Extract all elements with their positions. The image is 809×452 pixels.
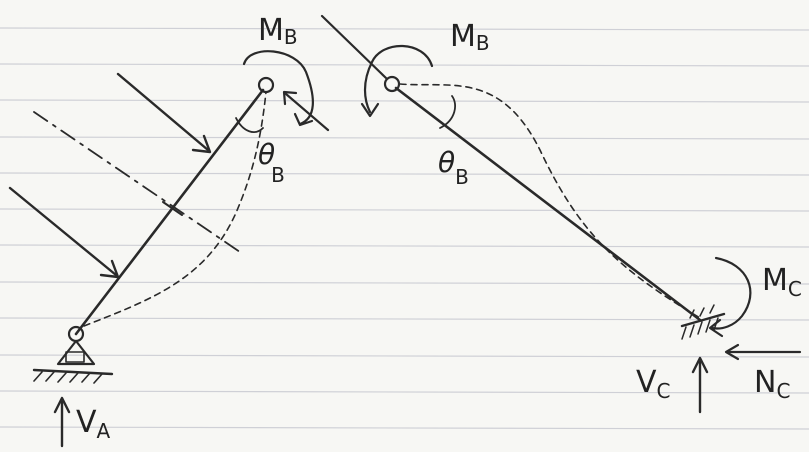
load-arrow-top (116, 72, 210, 152)
load-arrow-bottom (8, 186, 118, 277)
label-va: VA (76, 405, 111, 443)
axis-tick (162, 201, 183, 216)
label-theta-right: θB (438, 146, 469, 189)
moment-mb-right-arrow (363, 44, 434, 114)
label-mb-right: MB (450, 19, 490, 55)
axis-line (33, 111, 241, 253)
extension-line-b (320, 14, 388, 80)
moment-mb-left-arrow (242, 50, 314, 126)
moment-mc-arrow (710, 256, 752, 330)
load-arrowhead-top (191, 134, 212, 154)
rotation-arc-right (439, 95, 456, 129)
moment-mb-left-shaft (284, 92, 330, 132)
ground-hatch-a (33, 371, 103, 384)
hinge-b-left (257, 76, 275, 94)
label-vc: VC (636, 365, 671, 403)
rotation-arc-left (235, 117, 264, 133)
moment-mc-arrowhead (708, 318, 724, 338)
support-block (65, 351, 85, 363)
label-nc: NC (754, 365, 790, 403)
label-mb-left: MB (258, 13, 298, 49)
deflected-shape-left (83, 91, 267, 327)
ruled-lines (0, 27, 809, 430)
member-bc (394, 86, 702, 322)
reaction-nc-arrowhead (724, 343, 740, 361)
load-arrows (8, 72, 212, 279)
hinge-b-right (383, 75, 401, 93)
reaction-va-arrowhead (53, 396, 71, 414)
load-arrowhead-bottom (99, 259, 120, 279)
moment-mb-left-shaft-head (282, 90, 298, 106)
moment-mb-left-arrowhead (293, 112, 314, 127)
fixed-wall-line (680, 312, 726, 328)
ground-line-a (32, 368, 114, 376)
deflected-shape-right (399, 83, 701, 319)
moment-mb-right-arrowhead (360, 102, 380, 118)
label-mc: MC (762, 263, 802, 301)
pin-support-a (32, 339, 114, 384)
reaction-vc-arrowhead (691, 356, 709, 374)
member-ab (74, 88, 265, 336)
